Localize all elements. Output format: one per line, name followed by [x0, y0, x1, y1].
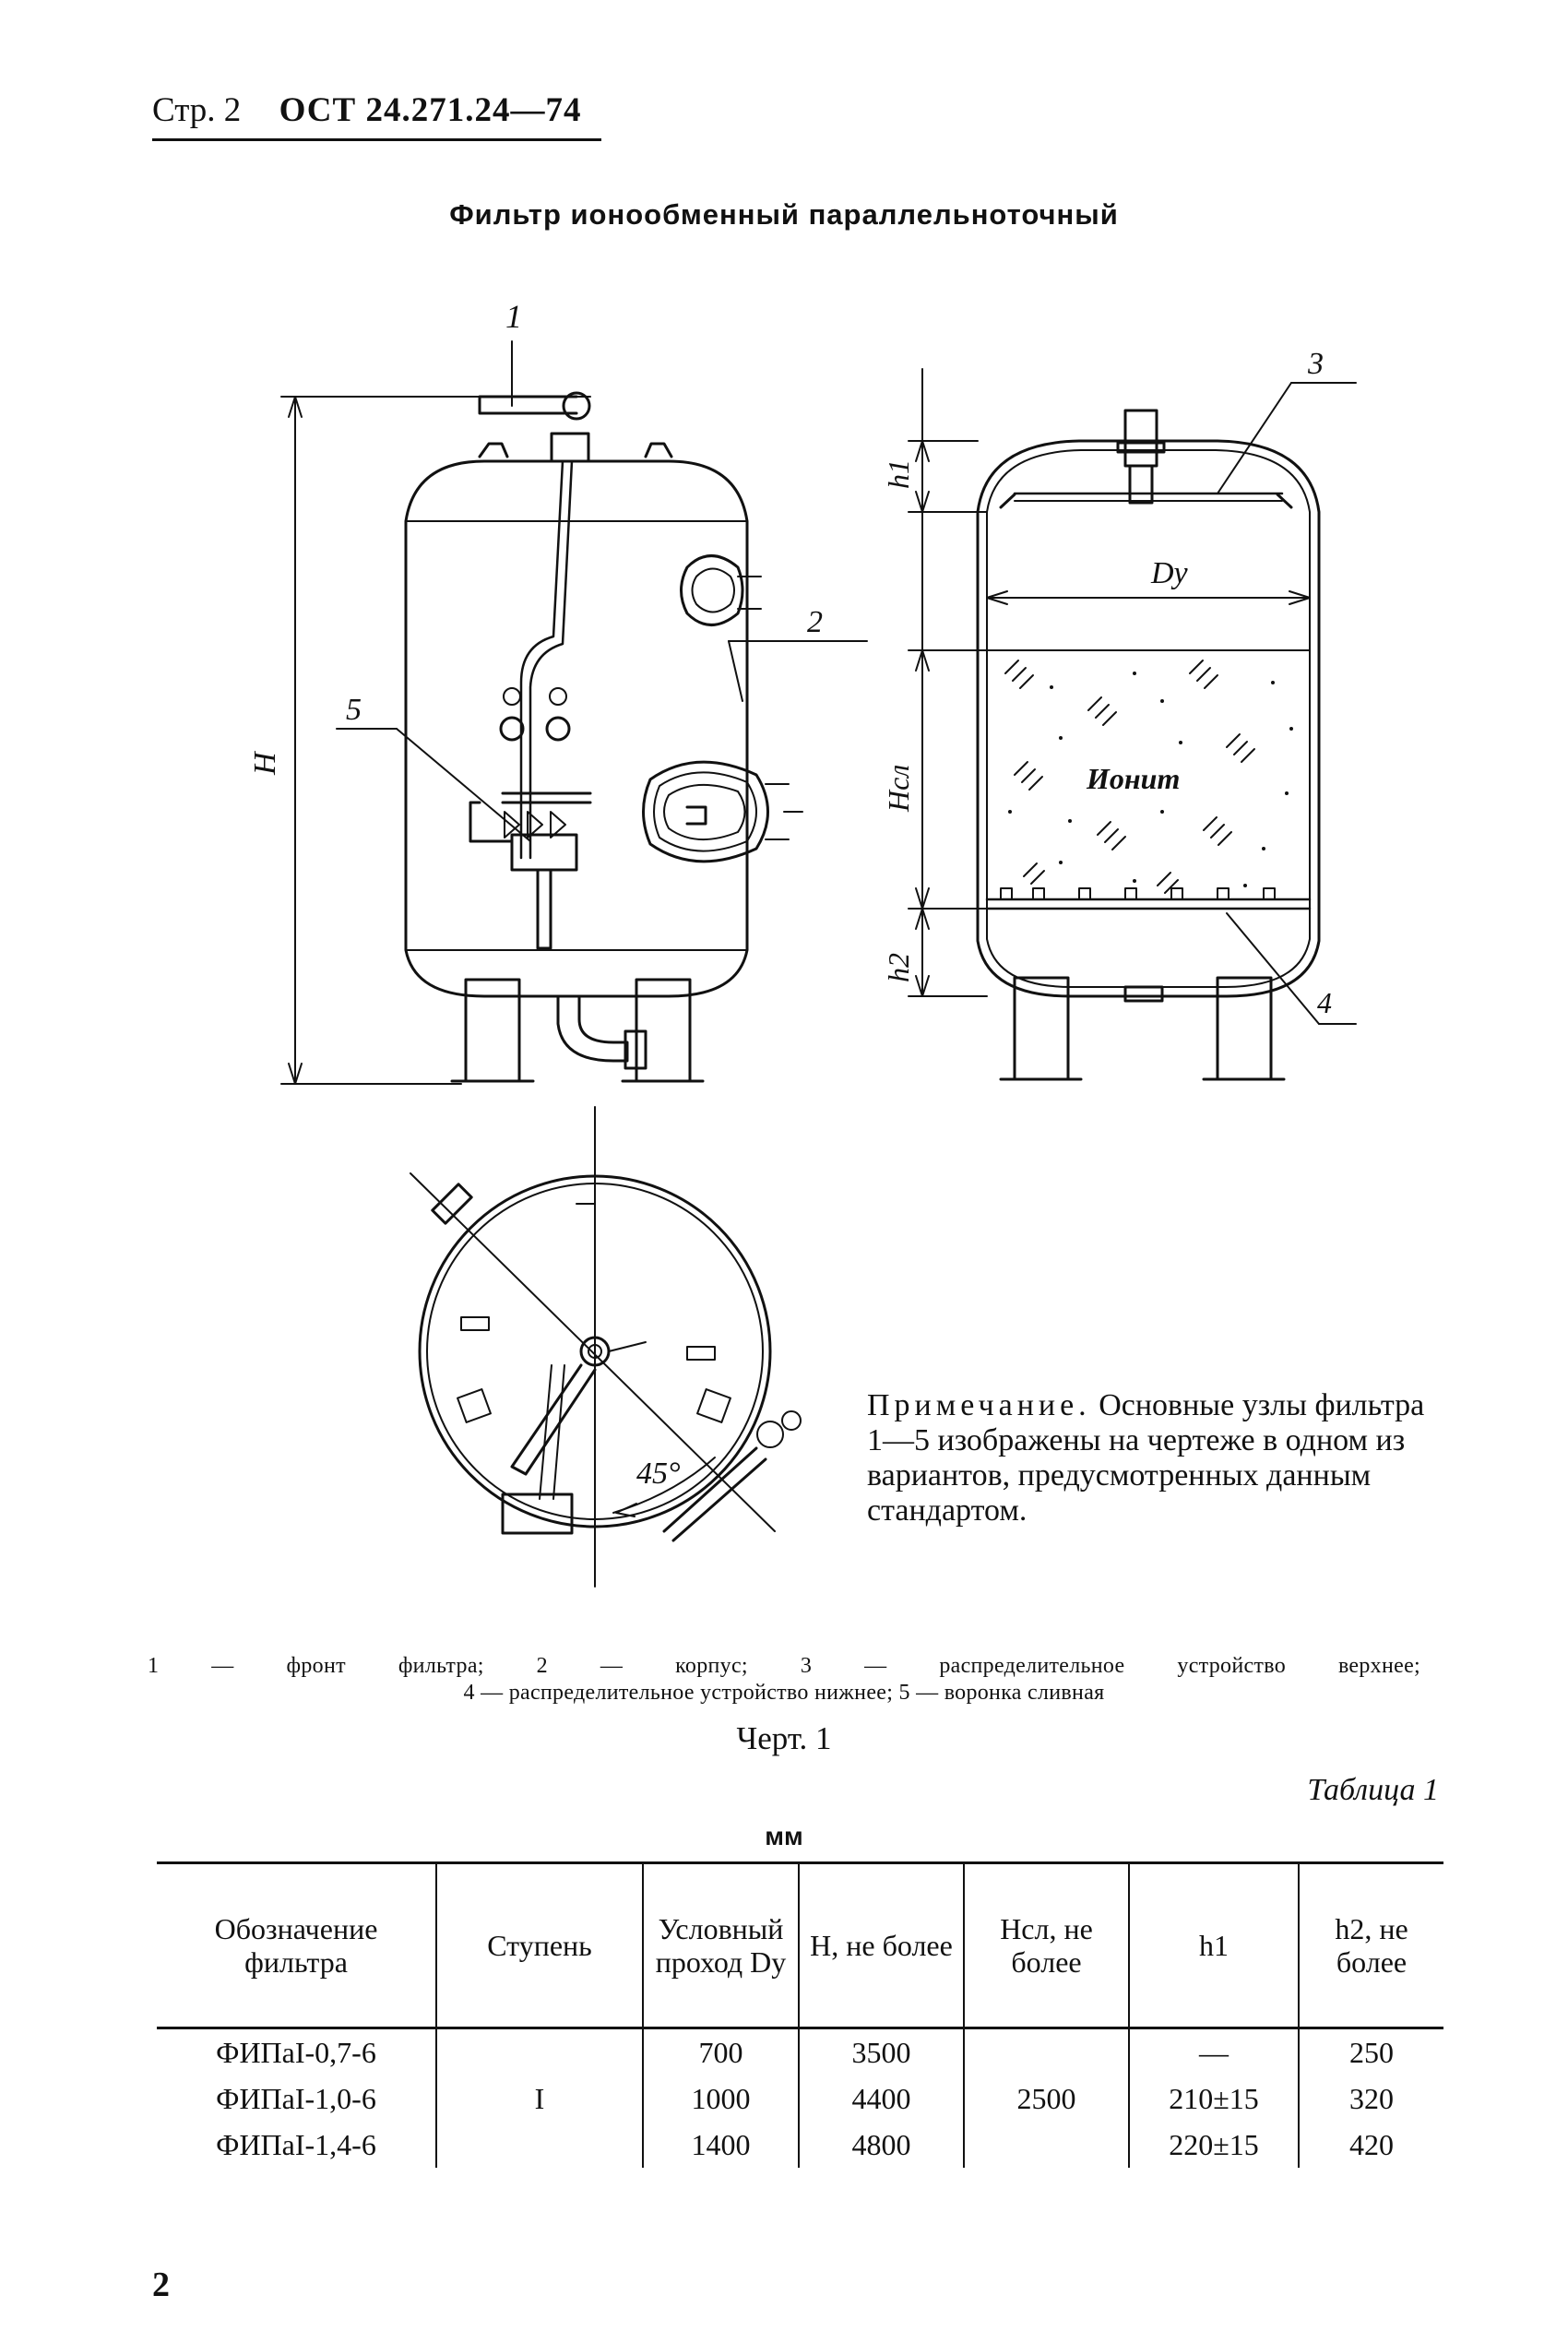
- note-prefix: Примечание.: [867, 1388, 1091, 1422]
- page-header: Стр. 2 ОСТ 24.271.24—74: [152, 90, 581, 130]
- cell-h1: —: [1128, 2028, 1299, 2075]
- dim-Hsl: Hсл: [882, 765, 915, 813]
- standard-number: ОСТ 24.271.24—74: [279, 91, 582, 129]
- cell-h1: 210±15: [1128, 2075, 1299, 2122]
- cell-h: 4800: [798, 2122, 964, 2168]
- dim-h1: h1: [882, 459, 915, 489]
- dim-h2: h2: [882, 953, 915, 982]
- figure-caption: Черт. 1: [736, 1720, 832, 1756]
- cell-hsl: 2500: [963, 2028, 1129, 2168]
- units-label: мм: [765, 1822, 803, 1850]
- media-label: Ионит: [1086, 762, 1180, 795]
- callout-1: 1: [505, 298, 522, 335]
- col-dy: Условный проход Dy: [642, 1861, 799, 2029]
- page-number: 2: [152, 2266, 170, 2304]
- cell-designation: ФИПаI-1,0-6: [216, 2081, 376, 2115]
- cell-h: 4400: [798, 2075, 964, 2122]
- cell-dy: 1400: [642, 2122, 799, 2168]
- callout-3: 3: [1307, 347, 1324, 381]
- legend-line-1: 1 — фронт фильтра; 2 — корпус; 3 — распр…: [148, 1654, 1420, 1678]
- cell-dy: 700: [642, 2028, 799, 2075]
- table-row: ФИПаI-0,7-6 I 700 3500 2500 — 250: [157, 2028, 1443, 2168]
- cell-h2: 250: [1298, 2028, 1443, 2075]
- cell-h1: 220±15: [1128, 2122, 1299, 2168]
- col-h2: h2, не более: [1298, 1861, 1443, 2029]
- header-rule: [152, 138, 601, 141]
- callout-2: 2: [807, 605, 823, 639]
- cell-h2: 420: [1298, 2122, 1443, 2168]
- cell-dy: 1000: [642, 2075, 799, 2122]
- table-caption: Таблица 1: [1307, 1773, 1439, 1807]
- col-stage: Ступень: [435, 1861, 643, 2029]
- cell-designation: ФИПаI-1,4-6: [216, 2127, 376, 2161]
- col-hsl: Hсл, не более: [963, 1861, 1129, 2029]
- plan-view: 45°: [410, 1106, 802, 1588]
- table-row: ФИПаI-1,4-6 1400 4800 220±15 420: [157, 2122, 1443, 2168]
- cell-h: 3500: [798, 2028, 964, 2075]
- filter-drawing: 1 2 5 H: [248, 298, 1357, 1588]
- note-text: Основные узлы фильтра 1—5 изображены на …: [867, 1388, 1425, 1528]
- dim-Dy: Dy: [1150, 556, 1189, 590]
- page-label: Стр. 2: [152, 91, 242, 129]
- table-header-row: Обозначение фильтра Ступень Условный про…: [157, 1861, 1443, 2029]
- cell-stage: I: [435, 2028, 643, 2168]
- angle-label: 45°: [636, 1457, 681, 1491]
- section-view: 3 4 Dy Ионит h1 Hсл h2: [882, 347, 1357, 1081]
- cell-designation: ФИПаI-0,7-6: [216, 2035, 376, 2069]
- col-h1: h1: [1128, 1861, 1299, 2029]
- front-view: 1 2 5 H: [248, 298, 868, 1085]
- col-h: H, не более: [798, 1861, 964, 2029]
- spec-table: Обозначение фильтра Ступень Условный про…: [157, 1861, 1443, 2168]
- dim-H: H: [248, 750, 282, 776]
- table-row: ФИПаI-1,0-6 1000 4400 210±15 320: [157, 2075, 1443, 2122]
- callout-4: 4: [1317, 986, 1332, 1019]
- drawing-title: Фильтр ионообменный параллельноточный: [449, 198, 1119, 231]
- callout-5: 5: [346, 693, 362, 727]
- col-designation: Обозначение фильтра: [157, 1861, 436, 2029]
- legend-line-2: 4 — распределительное устройство нижнее;…: [463, 1681, 1105, 1705]
- cell-h2: 320: [1298, 2075, 1443, 2122]
- drawing-note: Примечание. Основные узлы фильтра 1—5 из…: [867, 1388, 1439, 1528]
